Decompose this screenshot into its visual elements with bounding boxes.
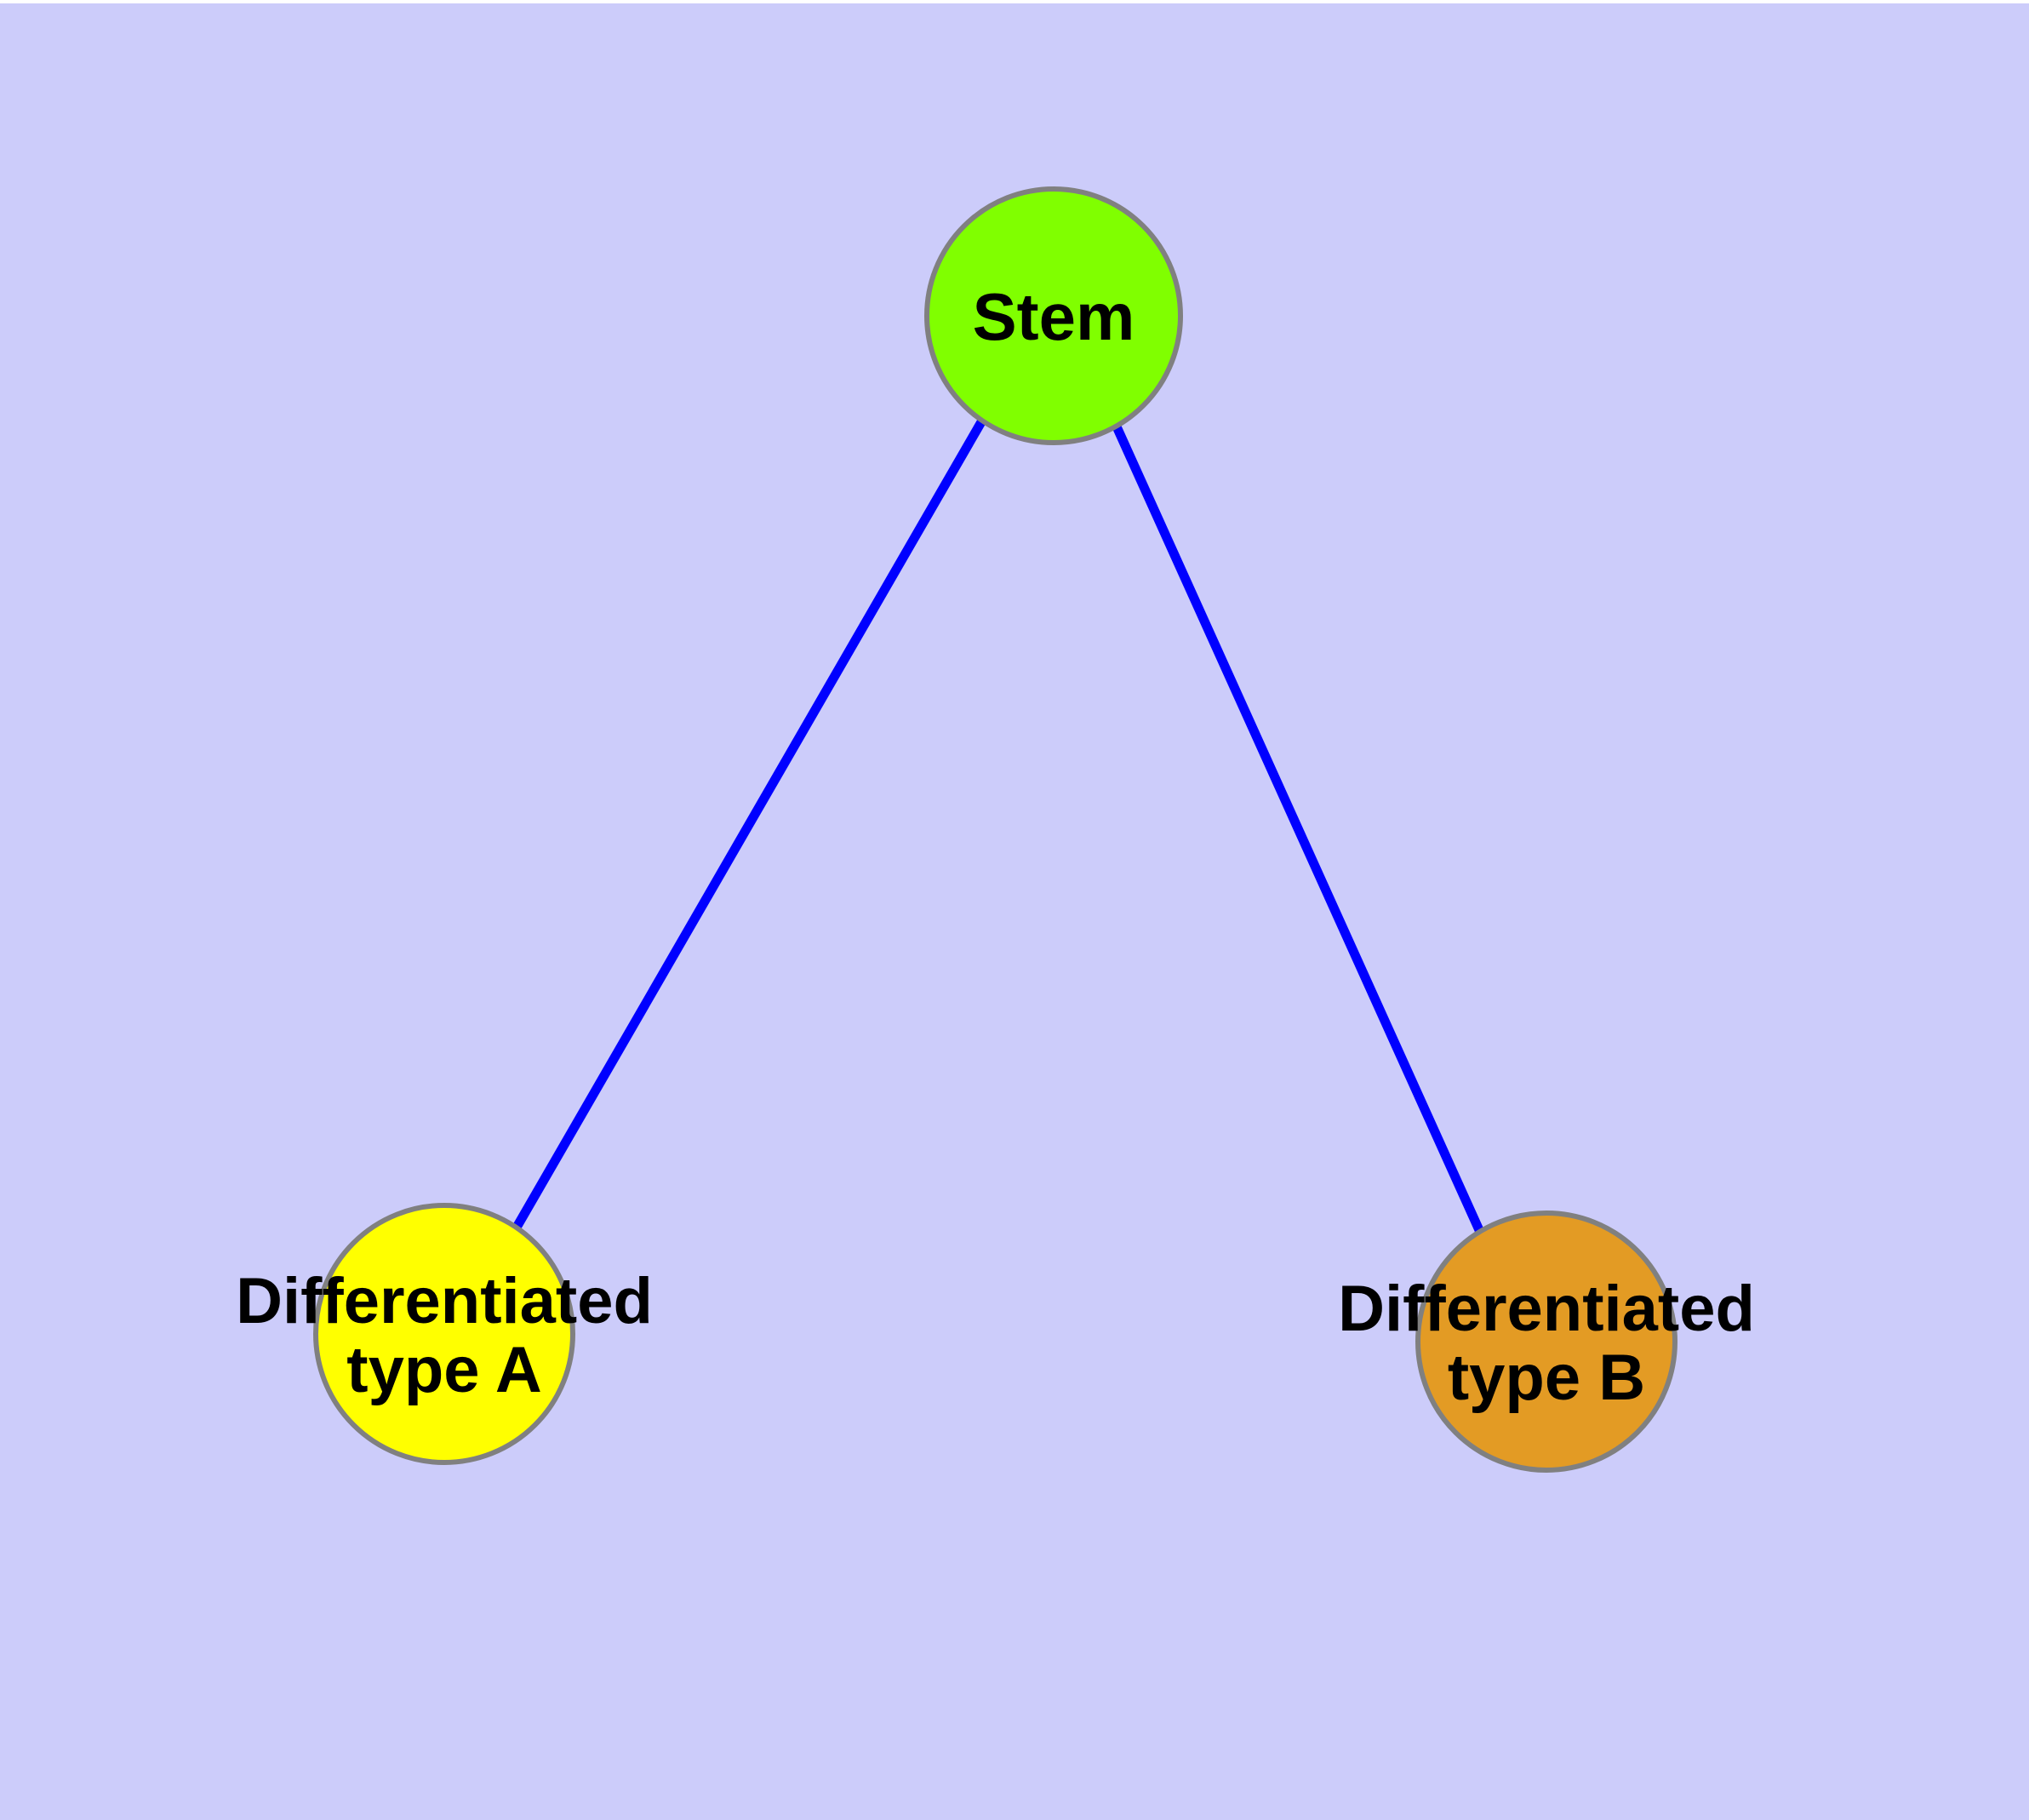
node-link-graph [313, 186, 1677, 1473]
edge-layer [513, 418, 1484, 1233]
edge-stem-to-differentiated-type-b[interactable] [1111, 422, 1484, 1233]
node-differentiated-type-b[interactable] [1415, 1210, 1677, 1473]
node-layer [313, 186, 1677, 1473]
node-differentiated-type-a[interactable] [313, 1203, 575, 1465]
edge-stem-to-differentiated-type-a[interactable] [513, 418, 986, 1228]
node-stem[interactable] [924, 186, 1183, 445]
